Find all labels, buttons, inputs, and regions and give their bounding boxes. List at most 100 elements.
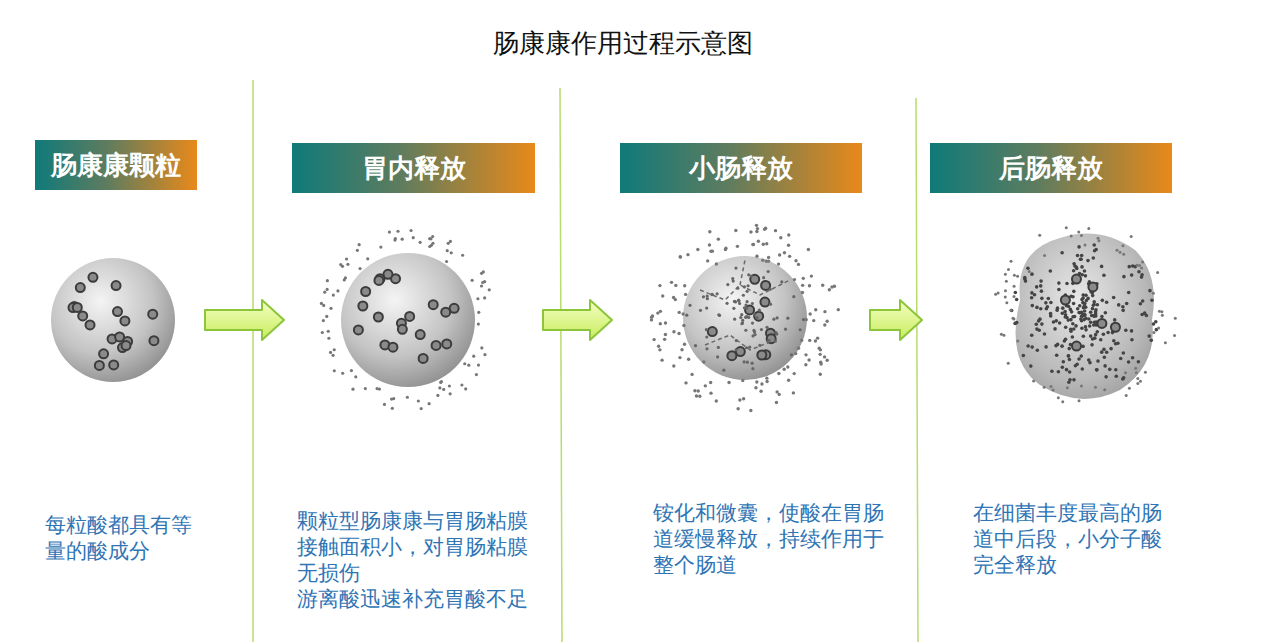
acid-particle [736,407,739,410]
acid-particle [698,394,701,397]
acid-particle [463,362,466,365]
acid-particle [777,262,780,265]
acid-particle [717,313,720,316]
acid-particle [449,240,452,243]
acid-granule [113,307,122,316]
acid-particle [358,267,361,270]
acid-particle [1090,343,1094,347]
acid-particle [678,255,681,258]
acid-particle [742,294,745,297]
acid-particle [670,281,673,284]
acid-particle [716,355,719,358]
acid-particle [1045,307,1049,311]
acid-particle [321,331,324,334]
acid-particle [765,326,768,329]
acid-dots [68,224,1176,413]
acid-particle [744,316,747,319]
acid-granule [419,354,428,363]
acid-particle [1057,281,1061,285]
acid-particle [749,230,752,233]
crack [700,280,790,300]
acid-particle [1136,382,1139,385]
acid-particle [1140,266,1143,269]
acid-particle [732,280,735,283]
acid-particle [1100,265,1104,269]
acid-particle [339,263,342,266]
acid-particle [1004,289,1007,292]
acid-particle [709,381,712,384]
acid-particle [1137,270,1141,274]
acid-particle [1091,294,1095,298]
acid-particle [1005,301,1008,304]
acid-particle [755,255,758,258]
acid-particle [1161,314,1164,317]
acid-particle [688,304,691,307]
acid-particle [1150,298,1154,302]
acid-particle [1080,234,1083,237]
acid-particle [449,392,452,395]
acid-particle [804,353,807,356]
acid-particle [724,246,727,249]
stage-header: 小肠释放 [620,143,862,193]
acid-particle [833,284,836,287]
acid-granule [416,330,425,339]
acid-granule [358,301,367,310]
acid-particle [1105,350,1109,354]
acid-particle [749,409,752,412]
acid-granule [73,303,82,312]
acid-particle [1060,344,1064,348]
acid-particle [1084,325,1088,329]
acid-particle [1080,311,1084,315]
acid-particle [327,330,330,333]
acid-particle [409,229,412,232]
acid-particle [1047,297,1051,301]
acid-granule [441,308,450,317]
acid-particle [1122,275,1126,279]
acid-particle [1102,273,1106,277]
acid-particle [711,293,714,296]
acid-particle [696,248,699,251]
acid-particle [428,402,431,405]
acid-particle [758,309,761,312]
acid-particle [329,351,332,354]
acid-particle [1013,295,1016,298]
acid-particle [777,372,780,375]
acid-particle [343,278,346,281]
acid-particle [1065,226,1068,229]
acid-particle [1089,310,1093,314]
acid-particle [461,254,464,257]
acid-particle [326,288,329,291]
acid-particle [1044,345,1048,349]
acid-particle [366,257,369,260]
acid-particle [1106,331,1110,335]
acid-particle [663,338,666,341]
flow-arrow [205,300,284,340]
acid-particle [737,299,740,302]
acid-particle [1080,326,1084,330]
acid-particle [1102,348,1106,352]
acid-particle [1036,349,1040,353]
acid-particle [1065,282,1069,286]
acid-particle [825,320,828,323]
acid-particle [687,357,690,360]
acid-particle [1096,359,1100,363]
acid-particle [755,230,758,233]
acid-particle [1067,347,1071,351]
acid-particle [1012,317,1015,320]
acid-granule [760,298,769,307]
acid-particle [1156,271,1159,274]
acid-particle [1135,371,1138,374]
acid-particle [1092,303,1096,307]
acid-particle [1072,290,1076,294]
acid-particle [799,328,802,331]
acid-particle [737,299,740,302]
acid-particle [828,288,831,291]
acid-particle [1007,362,1010,365]
acid-particle [837,308,840,311]
acid-particle [775,401,778,404]
acid-particle [807,358,810,361]
acid-particle [356,249,359,252]
acid-particle [1067,354,1071,358]
acid-particle [814,308,817,311]
stage-title: 肠康康颗粒 [51,150,181,180]
